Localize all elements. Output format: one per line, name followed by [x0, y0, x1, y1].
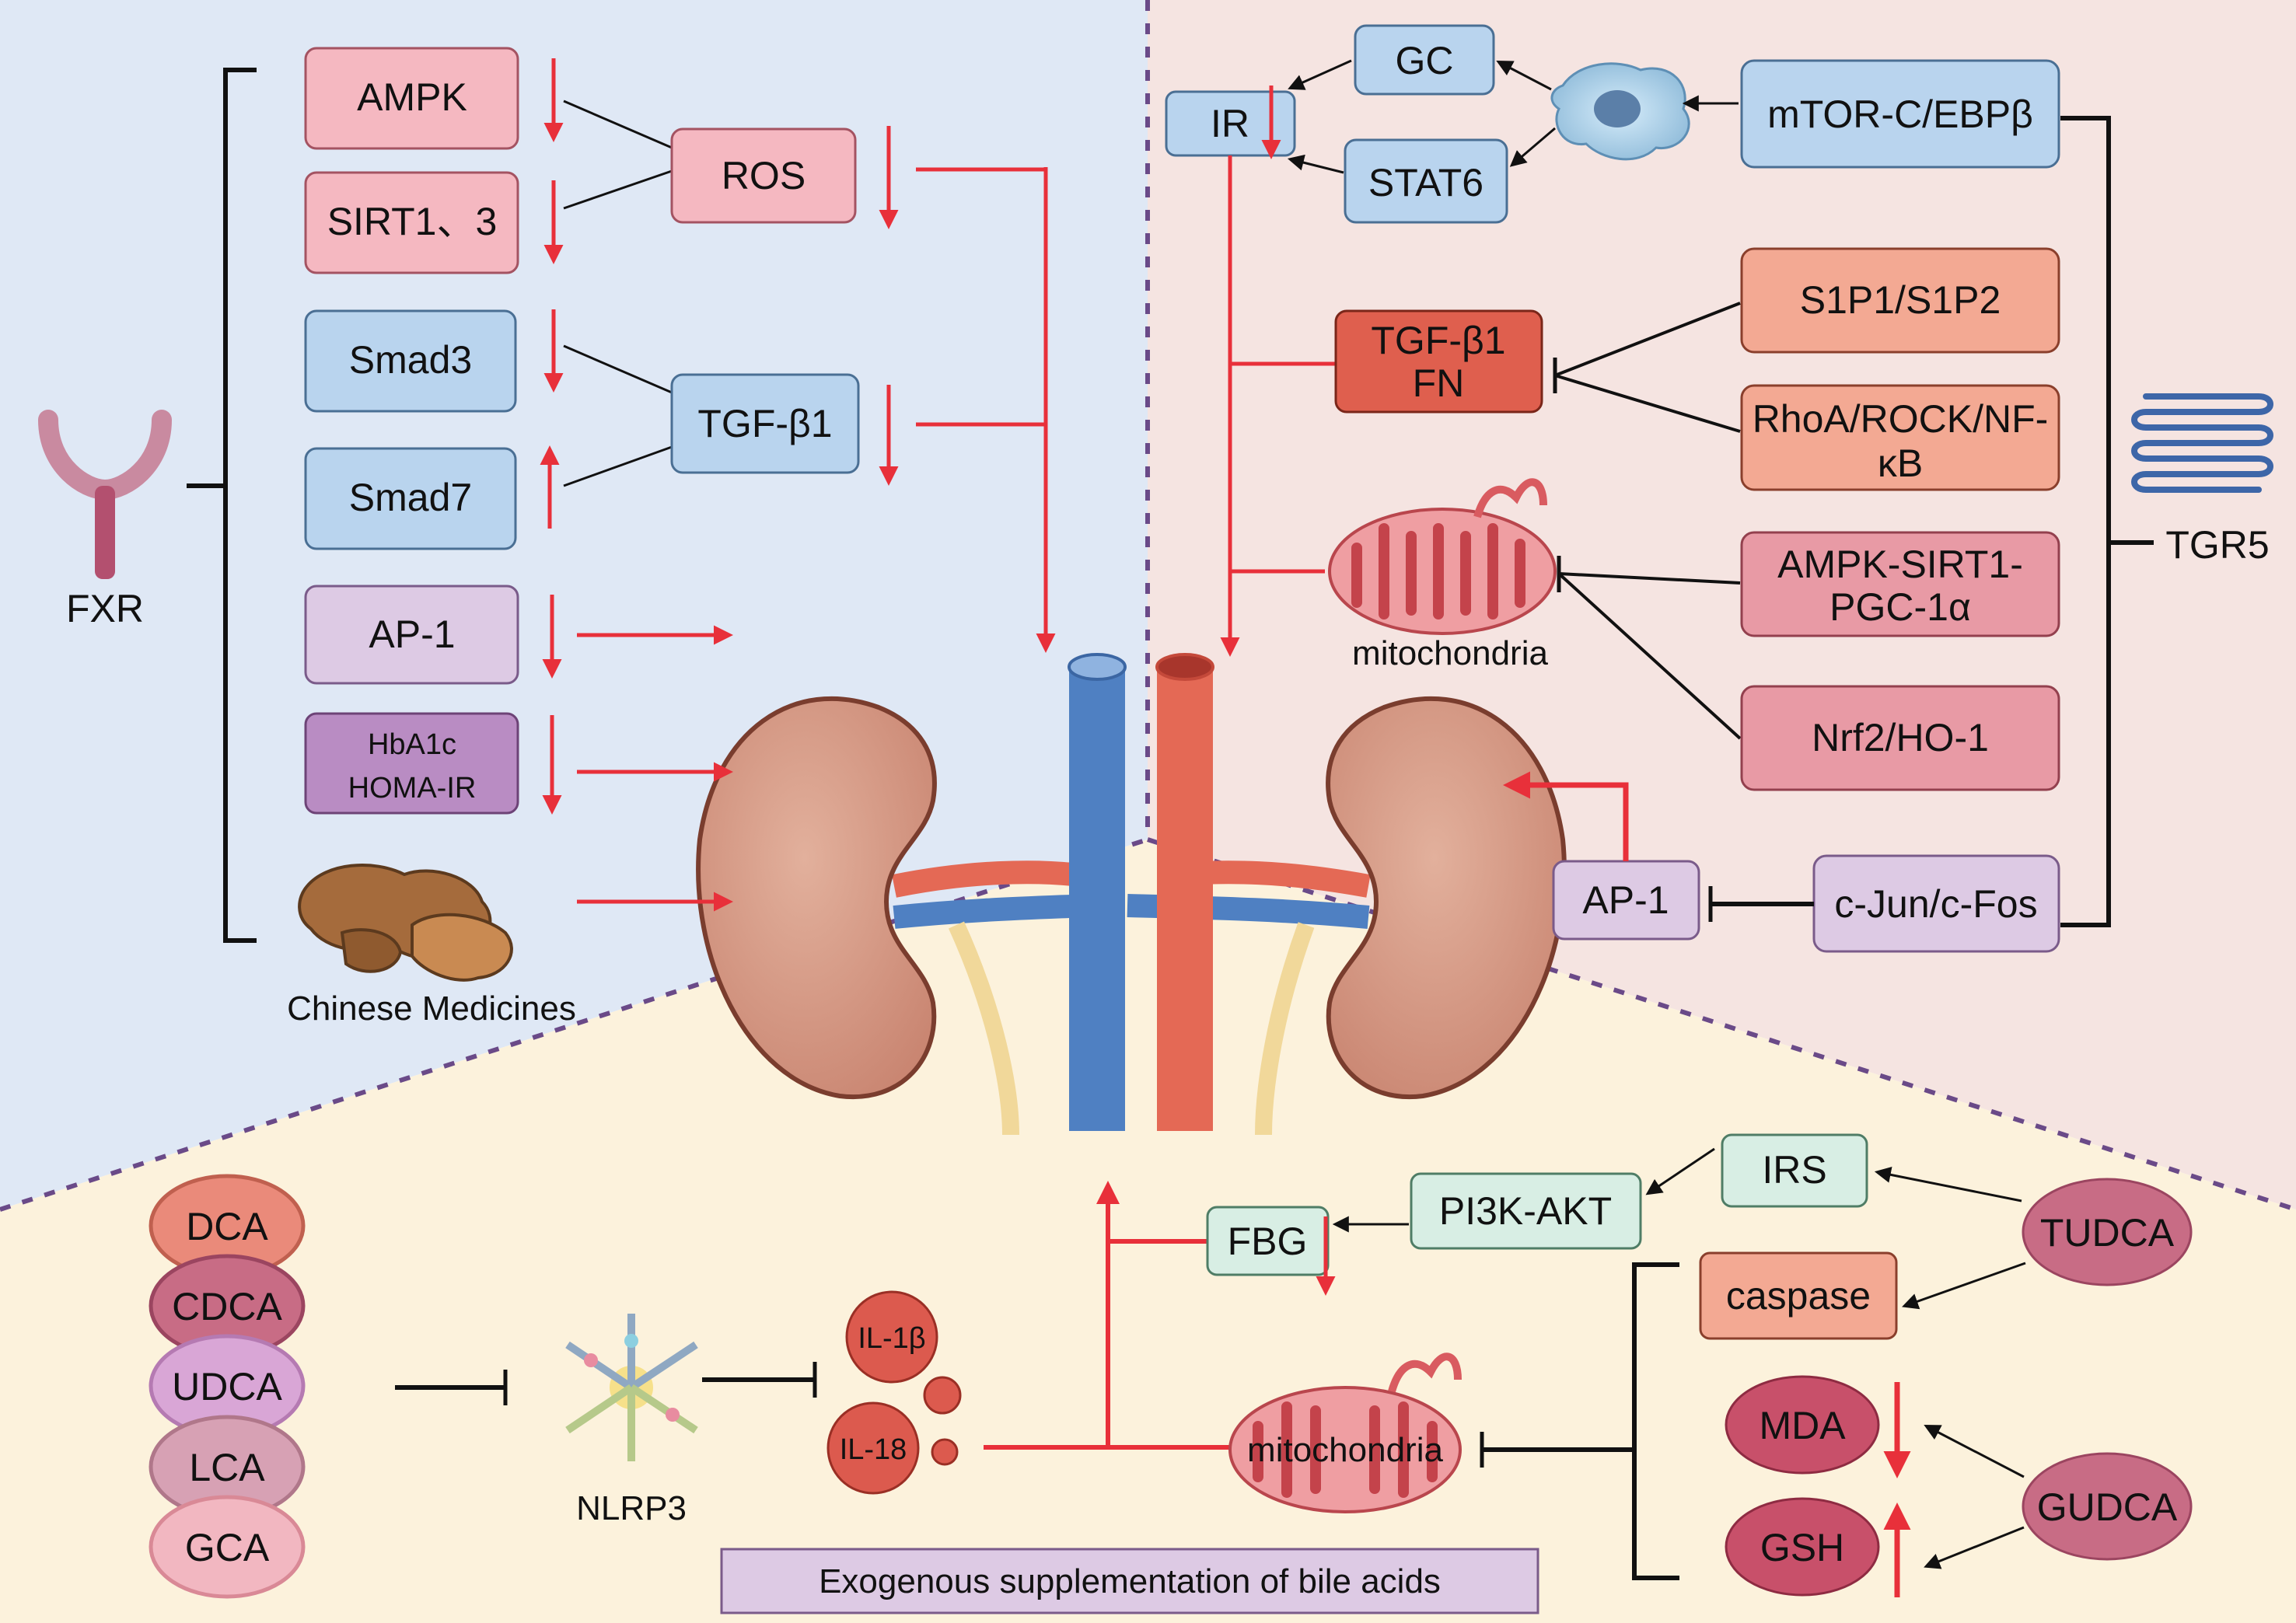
gca-label: GCA [185, 1526, 270, 1569]
fxr-panel: FXR AMPK SIRT1、3 ROS Smad3 Smad7 TGF-β1 [38, 47, 1056, 1028]
nrf2-box [1740, 685, 2060, 791]
il1b-label: IL-1β [858, 1322, 925, 1355]
fbg-label: FBG [1228, 1220, 1308, 1263]
mtor-label: mTOR-C/EBPβ [1767, 92, 2033, 136]
ros-box [670, 127, 857, 224]
smad7-label: Smad7 [349, 476, 472, 519]
pi3k-label: PI3K-AKT [1439, 1189, 1612, 1233]
ampk-sirt-label-2: PGC-1α [1829, 585, 1971, 629]
ampk-box [304, 47, 519, 150]
stat6-label: STAT6 [1368, 161, 1483, 204]
chinese-medicine-icon [298, 864, 513, 982]
caspase-box [1699, 1251, 1898, 1340]
cjun-label: c-Jun/c-Fos [1834, 882, 2037, 926]
dca-label: DCA [186, 1205, 268, 1248]
cdca-label: CDCA [172, 1285, 282, 1328]
tgf-label: TGF-β1 [697, 402, 832, 445]
mtor-box [1740, 59, 2060, 169]
hba1c-label: HbA1c [368, 728, 456, 761]
il18-label: IL-18 [840, 1433, 907, 1466]
gudca-ellipse [2022, 1452, 2193, 1561]
s1p-box [1740, 247, 2060, 354]
tudca-ellipse [2022, 1178, 2193, 1286]
nlrp3-inflammasome-icon [565, 1314, 698, 1461]
gca-ellipse [149, 1495, 306, 1599]
ir-label: IR [1211, 102, 1249, 145]
stat6-box [1344, 138, 1508, 224]
lca-label: LCA [189, 1446, 265, 1489]
exogenous-title: Exogenous supplementation of bile acids [819, 1562, 1441, 1600]
gudca-label: GUDCA [2037, 1485, 2178, 1529]
gc-label: GC [1396, 39, 1454, 82]
exogenous-title-box [720, 1548, 1539, 1614]
mitochondria-icon-bottom [1228, 1352, 1462, 1513]
caspase-label: caspase [1726, 1274, 1871, 1318]
rhoa-box [1740, 384, 2060, 491]
tgf-fn-label-1: TGF-β1 [1371, 319, 1505, 362]
nrf2-label: Nrf2/HO-1 [1812, 716, 1989, 759]
ampk-sirt-label-1: AMPK-SIRT1- [1777, 543, 2023, 586]
ampk-label: AMPK [357, 75, 467, 119]
left-kidney [696, 696, 937, 1100]
rhoa-label-1: RhoA/ROCK/NF- [1753, 397, 2049, 441]
mitochondria-icon [1328, 478, 1557, 635]
ap1-box [304, 585, 519, 685]
gc-box [1354, 24, 1495, 96]
tgr5-panel: GC IR STAT6 mTOR-C/EBPβ TGF-β1 FN [1165, 24, 2273, 953]
tgf-fn-box [1334, 309, 1543, 414]
pi3k-box [1410, 1172, 1642, 1250]
smad3-box [304, 309, 517, 413]
fbg-box [1206, 1206, 1330, 1276]
nlrp3-label: NLRP3 [576, 1489, 687, 1527]
irs-box [1721, 1133, 1868, 1208]
mitochondria-label-right: mitochondria [1352, 634, 1548, 672]
ros-label: ROS [722, 154, 806, 197]
smad7-box [304, 447, 517, 550]
sirt-box [304, 171, 519, 274]
mda-ellipse [1725, 1375, 1880, 1475]
s1p-label: S1P1/S1P2 [1800, 278, 2001, 322]
macrophage-cell-icon [1550, 62, 1690, 161]
ampk-sirt-box [1740, 531, 2060, 637]
mda-label: MDA [1759, 1404, 1846, 1447]
hba1c-box [304, 712, 519, 815]
smad3-label: Smad3 [349, 338, 472, 382]
udca-label: UDCA [172, 1365, 282, 1408]
chinese-medicines-label: Chinese Medicines [287, 990, 576, 1028]
tgf-box [670, 373, 860, 474]
tgr5-label: TGR5 [2165, 523, 2269, 567]
il18-circle [826, 1401, 920, 1495]
exogenous-panel: DCA CDCA UDCA LCA GCA NLRP3 [149, 1133, 2193, 1614]
sirt-label: SIRT1、3 [327, 200, 498, 243]
irs-label: IRS [1762, 1148, 1826, 1192]
gsh-ellipse [1725, 1497, 1880, 1597]
ap1-right-label: AP-1 [1582, 878, 1669, 922]
homa-ir-label: HOMA-IR [348, 772, 477, 805]
kidney-anatomy [696, 653, 1567, 1136]
tgf-fn-label-2: FN [1413, 361, 1465, 405]
rhoa-label-2: κB [1878, 442, 1923, 485]
mitochondria-label-bottom: mitochondria [1247, 1431, 1443, 1469]
gsh-label: GSH [1760, 1526, 1844, 1569]
y-receptor-icon [38, 410, 172, 579]
ap1-label: AP-1 [369, 613, 455, 656]
tudca-label: TUDCA [2040, 1211, 2175, 1255]
gpcr-receptor-icon [2131, 393, 2273, 493]
il1b-circle [845, 1290, 938, 1384]
fxr-label: FXR [66, 587, 144, 630]
